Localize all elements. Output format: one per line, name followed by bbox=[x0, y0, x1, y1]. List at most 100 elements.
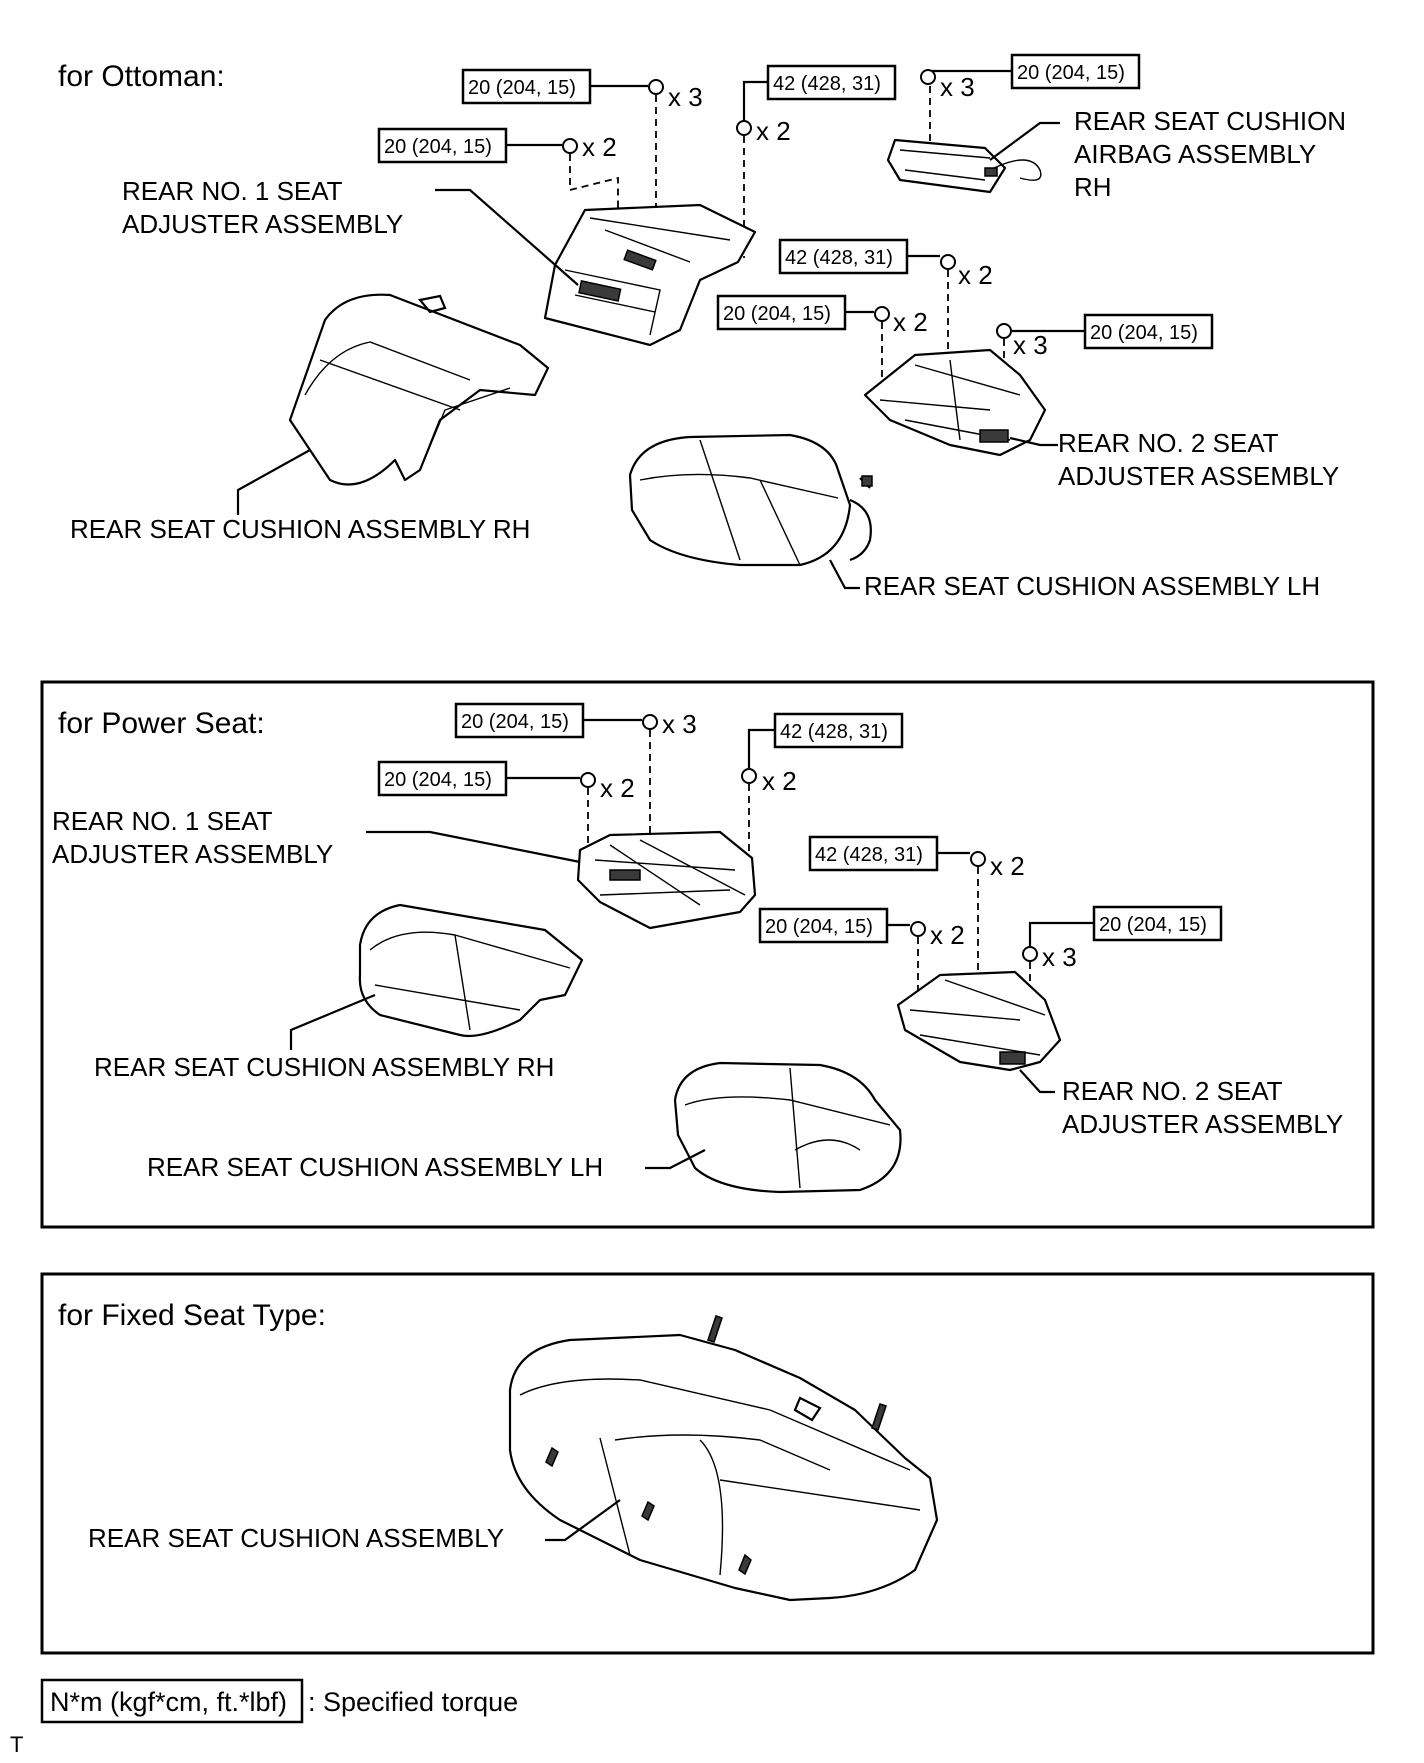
torque-value: 42 (428, 31) bbox=[785, 247, 893, 269]
bolt-icon bbox=[910, 921, 926, 937]
bolt-quantity: x 2 bbox=[990, 851, 1025, 881]
torque-callout: 20 (204, 15) x 3 bbox=[920, 53, 1141, 102]
label-rear-seat-cushion-rh: REAR SEAT CUSHION ASSEMBLY RH bbox=[70, 514, 530, 544]
torque-value: 20 (204, 15) bbox=[468, 77, 576, 99]
bolt-quantity: x 3 bbox=[940, 72, 975, 102]
torque-box bbox=[1092, 905, 1223, 942]
torque-box bbox=[808, 835, 939, 872]
rear-seat-cushion-rh-drawing bbox=[358, 903, 584, 1038]
torque-callout: 20 (204, 15) x 2 bbox=[716, 294, 928, 337]
rear-seat-cushion-lh-drawing bbox=[628, 433, 873, 567]
torque-callout: 20 (204, 15) x 2 bbox=[758, 907, 965, 950]
bolt-icon bbox=[874, 306, 890, 322]
leader-line bbox=[1028, 921, 1094, 946]
label-rear-seat-cushion-rh: REAR SEAT CUSHION ASSEMBLY RH bbox=[94, 1052, 554, 1082]
label-leaders bbox=[236, 121, 1060, 590]
bolt-quantity: x 2 bbox=[893, 307, 928, 337]
torque-box bbox=[758, 907, 889, 944]
bolt-icon bbox=[970, 851, 986, 867]
bolt-quantity: x 3 bbox=[1013, 330, 1048, 360]
torque-box bbox=[461, 68, 592, 105]
torque-value: 20 (204, 15) bbox=[765, 916, 873, 938]
rear-no1-seat-adjuster-drawing bbox=[576, 830, 757, 930]
section-title-ottoman: for Ottoman: bbox=[58, 60, 225, 93]
label-rear-no2-seat-adjuster: REAR NO. 2 SEAT ADJUSTER ASSEMBLY bbox=[1062, 1076, 1343, 1139]
torque-value: 20 (204, 15) bbox=[384, 769, 492, 791]
torque-value: 20 (204, 15) bbox=[1099, 914, 1207, 936]
torque-callout: 42 (428, 31) x 2 bbox=[741, 712, 904, 796]
section-title-power-seat: for Power Seat: bbox=[58, 707, 265, 740]
label-rear-no2-seat-adjuster: REAR NO. 2 SEAT ADJUSTER ASSEMBLY bbox=[1058, 428, 1339, 491]
torque-callout: 42 (428, 31) x 2 bbox=[736, 64, 897, 146]
torque-box bbox=[454, 702, 585, 739]
rear-no1-seat-adjuster-drawing bbox=[543, 203, 757, 347]
bolt-icon bbox=[1022, 946, 1038, 962]
rear-no2-seat-adjuster-drawing bbox=[863, 348, 1047, 457]
leader-line bbox=[747, 728, 775, 768]
bolt-icon bbox=[920, 69, 936, 85]
bolt-quantity: x 2 bbox=[600, 773, 635, 803]
label-leaders bbox=[289, 830, 1055, 1170]
bolt-icon bbox=[736, 120, 752, 136]
label-rear-seat-cushion: REAR SEAT CUSHION ASSEMBLY bbox=[88, 1523, 504, 1553]
bolt-quantity: x 3 bbox=[1042, 942, 1077, 972]
torque-callout: 20 (204, 15) x 3 bbox=[461, 68, 703, 112]
torque-box bbox=[716, 294, 847, 331]
label-rear-no1-seat-adjuster: REAR NO. 1 SEAT ADJUSTER ASSEMBLY bbox=[122, 176, 403, 239]
bolt-icon bbox=[580, 772, 596, 788]
rear-seat-cushion-drawing bbox=[508, 1315, 939, 1602]
section-title-fixed-seat: for Fixed Seat Type: bbox=[58, 1299, 326, 1332]
bolt-icon bbox=[996, 323, 1012, 339]
torque-callout: 20 (204, 15) x 2 bbox=[377, 127, 617, 164]
label-rear-no1-seat-adjuster: REAR NO. 1 SEAT ADJUSTER ASSEMBLY bbox=[52, 806, 333, 869]
legend-unit: N*m (kgf*cm, ft.*lbf) bbox=[50, 1687, 287, 1717]
torque-callout: 20 (204, 15) x 2 bbox=[377, 760, 635, 803]
torque-value: 42 (428, 31) bbox=[815, 844, 923, 866]
torque-box bbox=[778, 238, 909, 275]
torque-callout: 42 (428, 31) x 2 bbox=[808, 835, 1025, 881]
bolt-quantity: x 3 bbox=[668, 82, 703, 112]
corner-mark: T bbox=[10, 1732, 23, 1757]
section-frame bbox=[40, 1272, 1375, 1655]
rear-no2-seat-adjuster-drawing bbox=[896, 970, 1062, 1072]
bolt-quantity: x 3 bbox=[662, 709, 697, 739]
leader-line bbox=[742, 80, 768, 120]
torque-value: 20 (204, 15) bbox=[723, 303, 831, 325]
bolt-quantity: x 2 bbox=[762, 766, 797, 796]
torque-value: 20 (204, 15) bbox=[461, 711, 569, 733]
torque-box bbox=[773, 712, 904, 749]
torque-callout: 42 (428, 31) x 2 bbox=[778, 238, 993, 290]
section-power-seat: for Power Seat: 20 (204, 15) x 3 20 (204… bbox=[40, 680, 1375, 1229]
section-fixed-seat: for Fixed Seat Type: REAR SEAT CUSHION A… bbox=[40, 1272, 1375, 1655]
bolt-icon bbox=[648, 79, 664, 95]
bolt-quantity: x 2 bbox=[582, 132, 617, 162]
torque-callout: 20 (204, 15) x 3 bbox=[1022, 905, 1223, 972]
section-ottoman: for Ottoman: 20 (204, 15) x 3 20 (204, 1… bbox=[58, 53, 1353, 601]
label-rear-seat-cushion-lh: REAR SEAT CUSHION ASSEMBLY LH bbox=[864, 571, 1320, 601]
torque-box bbox=[1083, 313, 1214, 350]
torque-value: 20 (204, 15) bbox=[1017, 62, 1125, 84]
bolt-icon bbox=[741, 768, 757, 784]
torque-box bbox=[377, 760, 508, 797]
bolt-quantity: x 2 bbox=[756, 116, 791, 146]
torque-callout: 20 (204, 15) x 3 bbox=[454, 702, 697, 739]
label-rear-seat-cushion-lh: REAR SEAT CUSHION ASSEMBLY LH bbox=[147, 1152, 603, 1182]
label-leader bbox=[545, 1499, 621, 1542]
label-rear-seat-cushion-airbag: REAR SEAT CUSHION AIRBAG ASSEMBLY RH bbox=[1074, 106, 1353, 202]
rear-seat-cushion-rh-drawing bbox=[288, 293, 550, 486]
bolt-icon bbox=[562, 138, 578, 154]
torque-value: 42 (428, 31) bbox=[780, 721, 888, 743]
legend-unit-box bbox=[40, 1678, 304, 1724]
torque-value: 20 (204, 15) bbox=[1090, 322, 1198, 344]
torque-box bbox=[377, 127, 508, 164]
legend-description: : Specified torque bbox=[308, 1687, 518, 1717]
bolt-icon bbox=[642, 714, 658, 730]
torque-value: 42 (428, 31) bbox=[773, 73, 881, 95]
bolt-quantity: x 2 bbox=[958, 260, 993, 290]
torque-value: 20 (204, 15) bbox=[384, 136, 492, 158]
rear-seat-cushion-lh-drawing bbox=[673, 1061, 902, 1194]
section-frame bbox=[40, 680, 1375, 1229]
bolt-icon bbox=[940, 254, 956, 270]
torque-legend: N*m (kgf*cm, ft.*lbf) : Specified torque bbox=[40, 1678, 518, 1724]
